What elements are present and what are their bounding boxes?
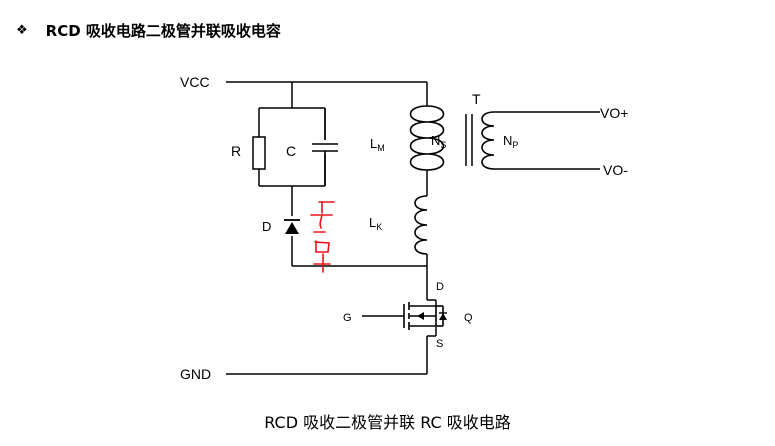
section-heading: ❖ RCD 吸收电路二极管并联吸收电容 [16, 20, 281, 41]
capacitor-c [310, 140, 340, 186]
source-label: S [436, 338, 443, 350]
t-label: T [472, 91, 481, 107]
secondary-winding [481, 111, 495, 170]
q-label: Q [464, 312, 473, 324]
lm-label: LM [370, 136, 385, 153]
diamond-bullet-icon: ❖ [16, 23, 28, 38]
vo-plus-label: VO+ [600, 105, 628, 121]
diode-d [284, 219, 300, 234]
gate-label: G [343, 312, 352, 324]
resistor-r [252, 136, 266, 170]
leakage-inductor [414, 195, 428, 255]
drain-label: D [436, 281, 444, 293]
body-diode-icon [439, 313, 447, 320]
mosfet-arrow-icon [417, 312, 424, 320]
vcc-label: VCC [180, 74, 210, 90]
np-label: NP [503, 133, 518, 150]
section-title: RCD 吸收电路二极管并联吸收电容 [45, 22, 281, 40]
gnd-label: GND [180, 366, 211, 382]
figure-caption: RCD 吸收二极管并联 RC 吸收电路 [264, 413, 511, 432]
c-label: C [286, 143, 296, 159]
ns-label: NS [431, 133, 446, 150]
lk-label: LK [369, 215, 382, 232]
primary-winding [409, 105, 445, 171]
circuit-wires [226, 81, 600, 375]
d-label: D [262, 219, 271, 234]
r-label: R [231, 143, 241, 159]
handwritten-annotation [310, 201, 335, 273]
transformer-core [465, 114, 473, 166]
vo-minus-label: VO- [603, 162, 628, 178]
